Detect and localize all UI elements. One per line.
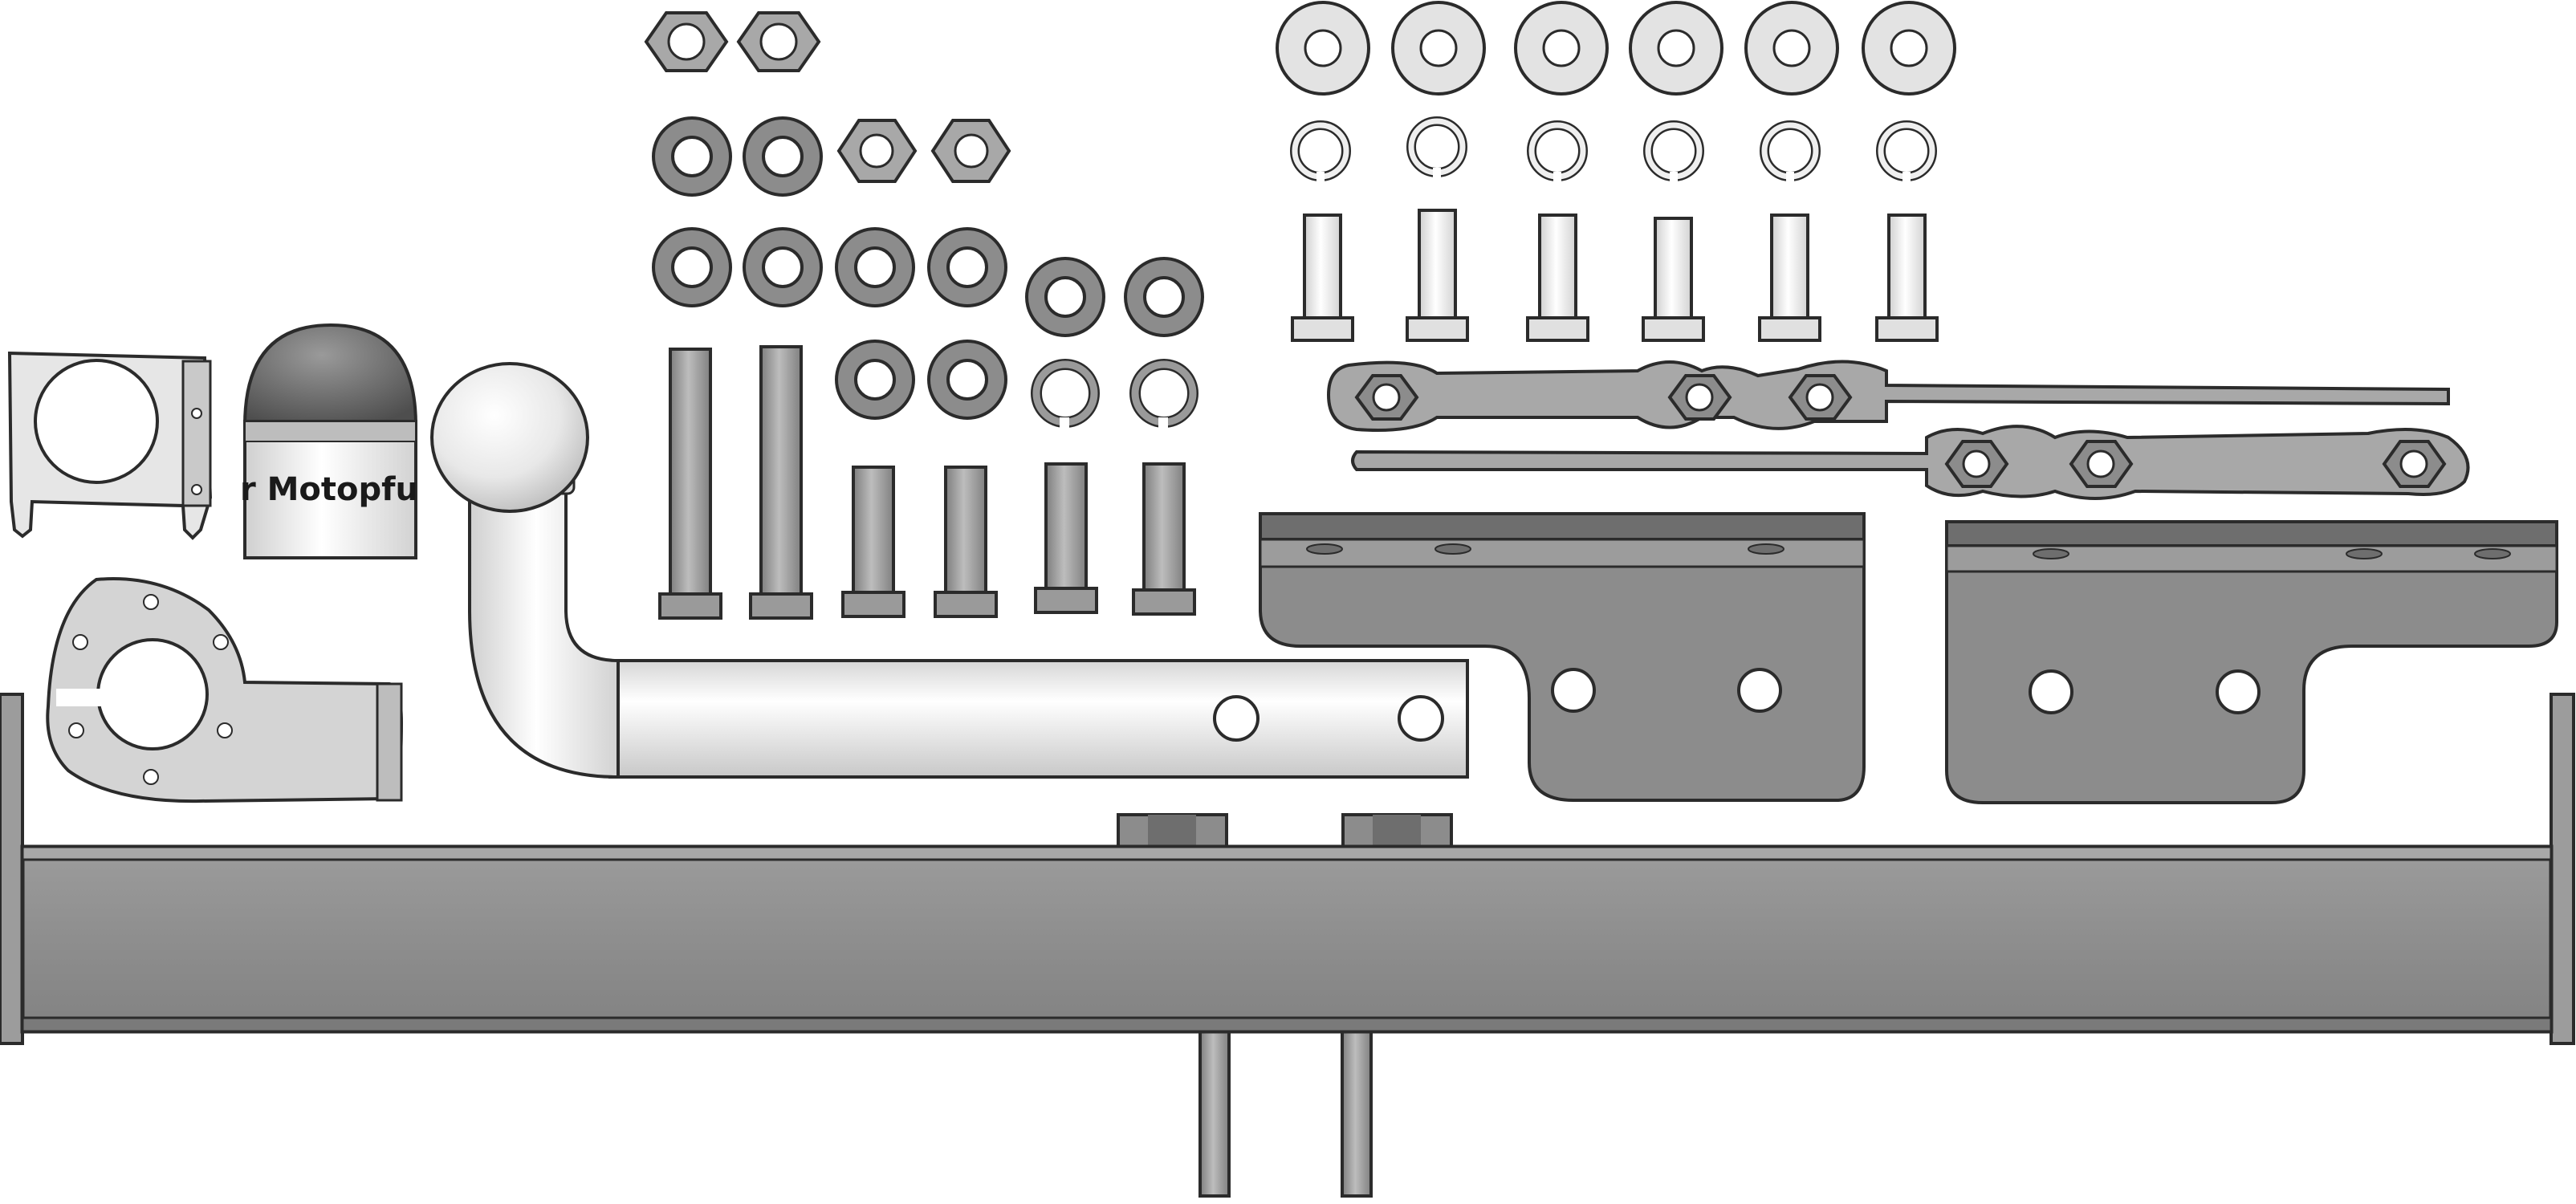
washer-icon xyxy=(743,116,823,197)
spring-washer-icon xyxy=(1129,359,1198,433)
nut-icon xyxy=(836,119,918,183)
bolt-icon xyxy=(934,466,998,618)
light-washers xyxy=(1276,1,1956,96)
bolt-icon xyxy=(1291,214,1354,342)
washer-icon xyxy=(1514,1,1609,96)
nut-icon xyxy=(2382,440,2447,488)
washer-icon xyxy=(743,227,823,307)
crossbar-icon xyxy=(0,693,2575,1198)
nut-icon xyxy=(1354,374,1419,421)
spring-washer-icon xyxy=(1290,120,1351,185)
bolt-icon xyxy=(1758,214,1821,342)
small-nuts xyxy=(644,11,1011,183)
bracket-icon xyxy=(1945,520,2558,804)
spring-washer-icon xyxy=(1760,120,1821,185)
light-bolts xyxy=(1291,209,1939,342)
dark-spring-washers xyxy=(1031,359,1198,433)
bolt-icon xyxy=(1034,462,1098,614)
washer-icon xyxy=(1744,1,1839,96)
washer-icon xyxy=(1025,257,1105,337)
bolt-icon xyxy=(841,466,905,618)
nut-icon xyxy=(930,119,1011,183)
dark-washers xyxy=(652,116,1204,420)
washer-icon xyxy=(835,340,915,420)
washer-icon xyxy=(927,340,1007,420)
washer-icon xyxy=(1124,257,1204,337)
washer-icon xyxy=(835,227,915,307)
tow-ball-icon xyxy=(430,362,1469,779)
tie-rod-icon xyxy=(1351,425,2470,500)
bolt-icon xyxy=(1132,462,1196,616)
spring-washer-icon xyxy=(1527,120,1588,185)
bolt-icon xyxy=(1642,217,1705,342)
nut-icon xyxy=(644,11,729,72)
nut-icon xyxy=(736,11,821,72)
spring-washer-icon xyxy=(1031,359,1100,433)
washer-icon xyxy=(927,227,1007,307)
washer-icon xyxy=(1391,1,1486,96)
washer-icon xyxy=(652,116,732,197)
nut-icon xyxy=(1667,374,1732,421)
spring-washer-icon xyxy=(1406,116,1467,181)
bracket-icon xyxy=(1259,512,1866,802)
nut-icon xyxy=(1944,440,2009,488)
bolt-icon xyxy=(749,345,813,620)
socket-cap-label: r Motopfu xyxy=(240,471,418,508)
washer-icon xyxy=(1276,1,1370,96)
bolt-icon xyxy=(658,348,722,620)
washer-icon xyxy=(1862,1,1956,96)
light-spring-washers xyxy=(1290,116,1937,185)
dark-bolts xyxy=(658,345,1196,620)
tie-rod-icon xyxy=(1326,360,2450,432)
socket-plate-icon xyxy=(46,577,404,803)
socket-bracket-icon xyxy=(7,351,213,540)
nut-icon xyxy=(1788,374,1853,421)
nut-icon xyxy=(2069,440,2134,488)
washer-icon xyxy=(1629,1,1723,96)
bolt-icon xyxy=(1526,214,1589,342)
spring-washer-icon xyxy=(1643,120,1704,185)
socket-cap-icon: r Motopfu xyxy=(240,323,418,559)
bolt-icon xyxy=(1875,214,1939,342)
bolt-icon xyxy=(1406,209,1469,342)
spring-washer-icon xyxy=(1876,120,1937,185)
washer-icon xyxy=(652,227,732,307)
